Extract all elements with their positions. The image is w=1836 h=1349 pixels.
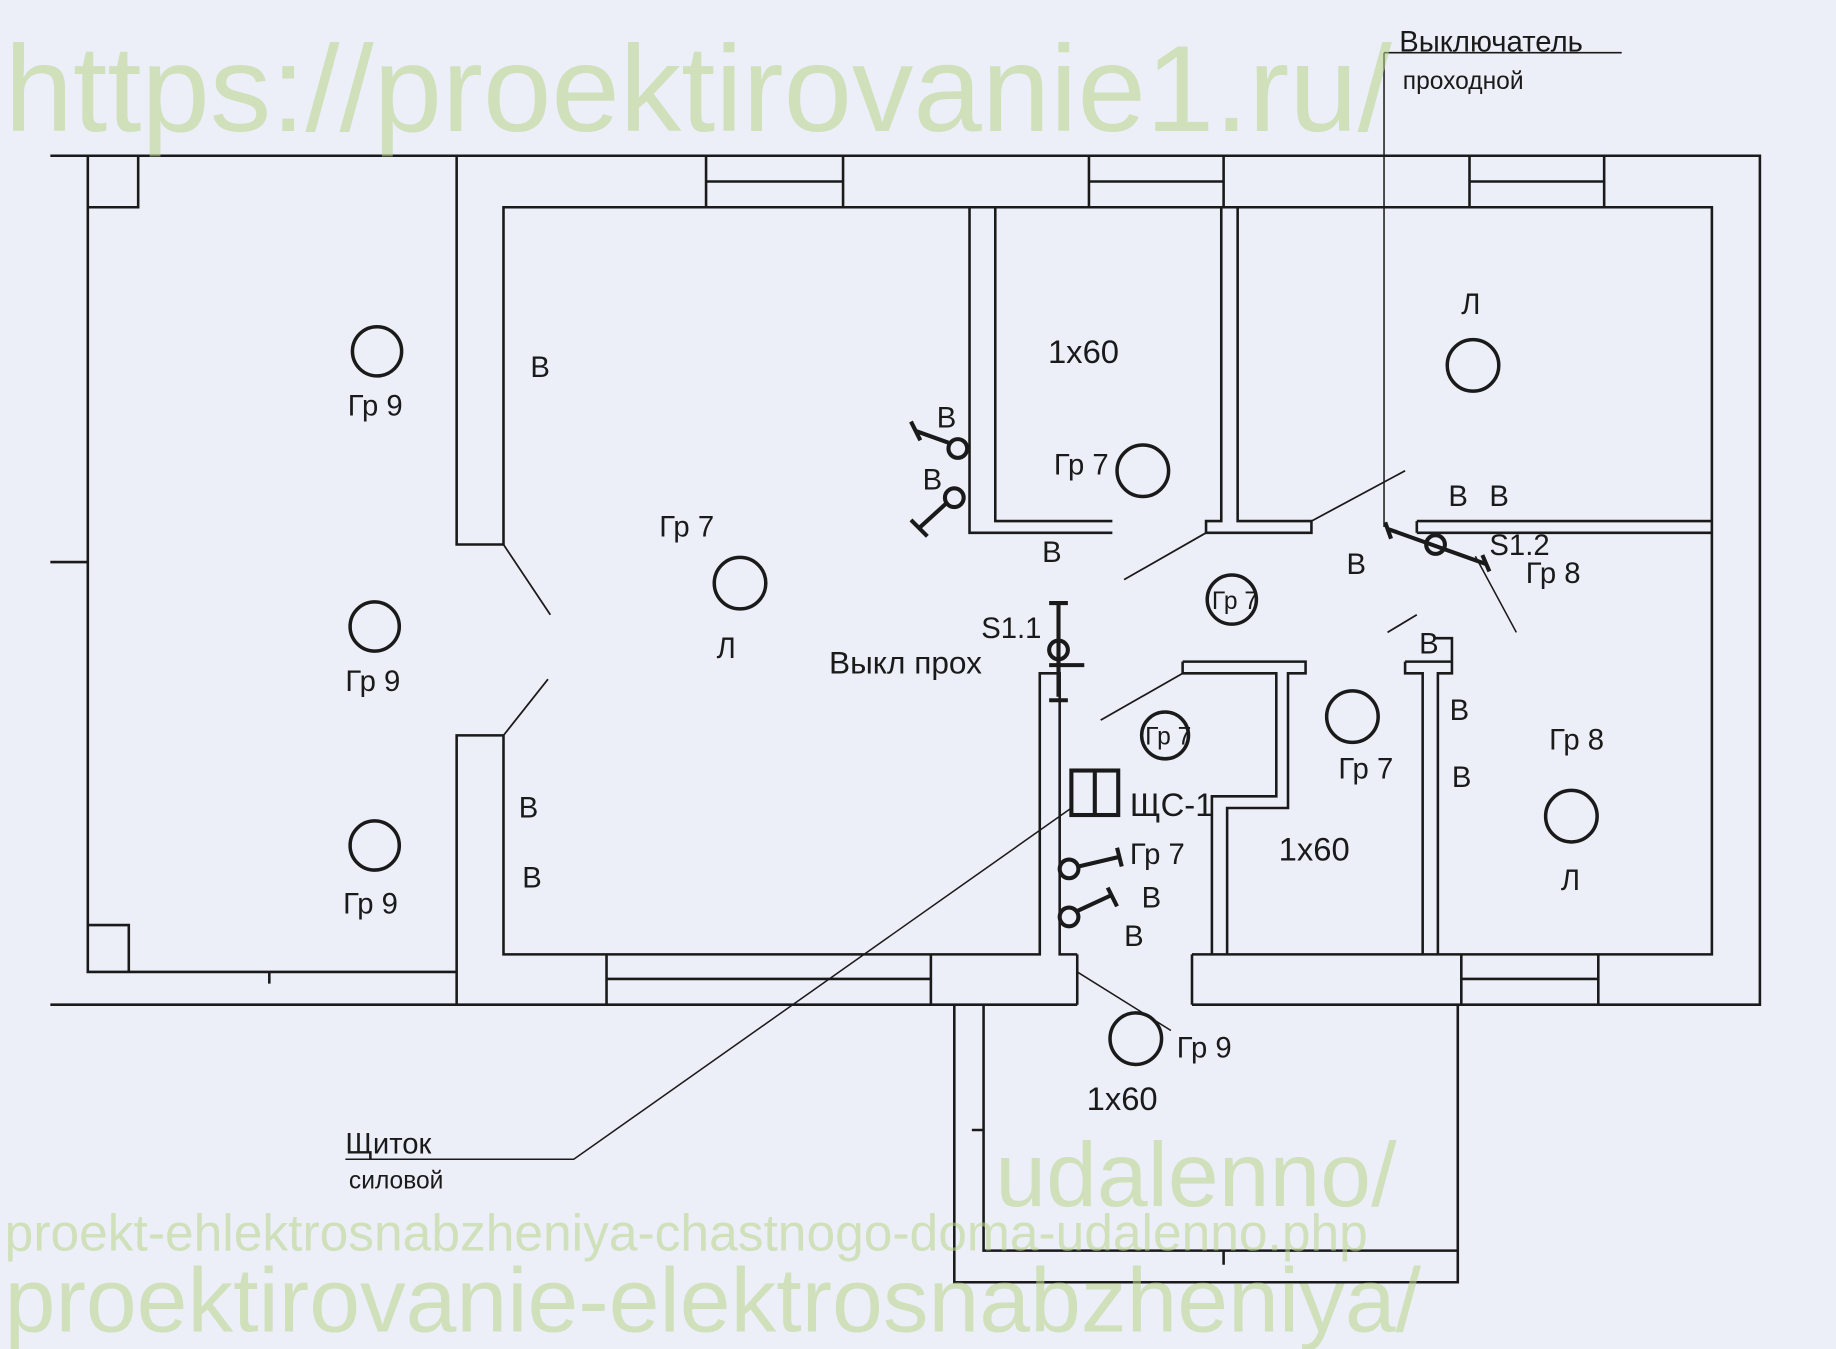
svg-text:S1.2: S1.2 — [1489, 530, 1549, 562]
svg-text:В: В — [1489, 481, 1509, 513]
svg-text:В: В — [937, 402, 957, 434]
svg-text:1x60: 1x60 — [1048, 333, 1119, 370]
svg-text:Л: Л — [1461, 289, 1480, 321]
labels: Выключатель проходной Щиток силовой Гр 9… — [343, 27, 1604, 1195]
svg-text:Щиток: Щиток — [345, 1128, 431, 1160]
svg-text:силовой: силовой — [349, 1168, 443, 1195]
switch-icon — [1057, 886, 1119, 929]
svg-text:Гр 8: Гр 8 — [1526, 558, 1581, 590]
switches — [909, 420, 1492, 929]
svg-text:udalenno/: udalenno/ — [995, 1124, 1397, 1226]
svg-text:Гр 7: Гр 7 — [1212, 588, 1258, 615]
svg-text:В: В — [1419, 628, 1439, 660]
switch-icon — [1057, 847, 1124, 881]
light-icon — [1445, 337, 1501, 393]
svg-text:Выкл прох: Выкл прох — [829, 644, 982, 680]
svg-text:В: В — [1142, 883, 1162, 915]
light-icon — [348, 819, 402, 872]
light-icon — [712, 555, 768, 611]
light-fixtures — [348, 324, 1599, 1067]
svg-text:ЩС-1: ЩС-1 — [1130, 786, 1214, 823]
svg-text:В: В — [1124, 921, 1144, 953]
svg-text:proekt-ehlektrosnabzheniya-cha: proekt-ehlektrosnabzheniya-chastnogo-dom… — [5, 1204, 1368, 1262]
svg-text:В: В — [522, 863, 542, 895]
svg-text:Гр 7: Гр 7 — [659, 511, 714, 543]
svg-text:Гр 9: Гр 9 — [1177, 1032, 1232, 1064]
switch-icon — [909, 420, 970, 460]
svg-text:S1.1: S1.1 — [981, 613, 1041, 645]
svg-text:В: В — [1448, 481, 1468, 513]
light-icon — [1115, 443, 1171, 499]
light-icon — [1205, 573, 1259, 626]
light-icon — [348, 600, 402, 653]
svg-text:Гр 9: Гр 9 — [348, 391, 403, 423]
svg-text:В: В — [1450, 695, 1470, 727]
svg-text:В: В — [1347, 549, 1367, 581]
svg-text:proektirovanie-elektrosnabzhen: proektirovanie-elektrosnabzheniya/ — [5, 1249, 1422, 1349]
switch-icon — [1383, 521, 1492, 573]
svg-text:В: В — [1452, 762, 1472, 794]
svg-text:Л: Л — [1561, 865, 1580, 897]
svg-text:проходной: проходной — [1403, 68, 1524, 95]
light-icon — [1139, 710, 1191, 761]
svg-text:Гр 9: Гр 9 — [345, 666, 400, 698]
svg-text:Гр 7: Гр 7 — [1338, 754, 1393, 786]
light-icon — [1543, 788, 1599, 844]
switch-icon — [909, 486, 966, 538]
svg-text:Гр 7: Гр 7 — [1054, 449, 1109, 481]
walls — [50, 154, 1762, 1284]
watermark: https://proektirovanie1.ru/ udalenno/ pr… — [5, 21, 1422, 1349]
svg-text:В: В — [1042, 537, 1062, 569]
switch-icon — [1047, 601, 1085, 703]
svg-text:Гр 8: Гр 8 — [1549, 724, 1604, 756]
svg-text:Выключатель: Выключатель — [1399, 27, 1583, 59]
leader-lines — [345, 51, 1622, 1161]
svg-text:Л: Л — [717, 633, 736, 665]
svg-text:В: В — [519, 792, 539, 824]
svg-text:Гр 9: Гр 9 — [343, 888, 398, 920]
svg-text:1x60: 1x60 — [1087, 1080, 1158, 1117]
svg-text:В: В — [923, 464, 943, 496]
light-icon — [350, 324, 404, 378]
svg-text:Гр 7: Гр 7 — [1130, 839, 1185, 871]
door-swings — [502, 469, 1418, 736]
light-icon — [1108, 1011, 1164, 1067]
svg-text:Гр 7: Гр 7 — [1145, 724, 1191, 751]
svg-text:1x60: 1x60 — [1279, 831, 1350, 868]
svg-text:https://proektirovanie1.ru/: https://proektirovanie1.ru/ — [5, 21, 1393, 158]
svg-text:В: В — [530, 352, 550, 384]
light-icon — [1324, 689, 1380, 745]
